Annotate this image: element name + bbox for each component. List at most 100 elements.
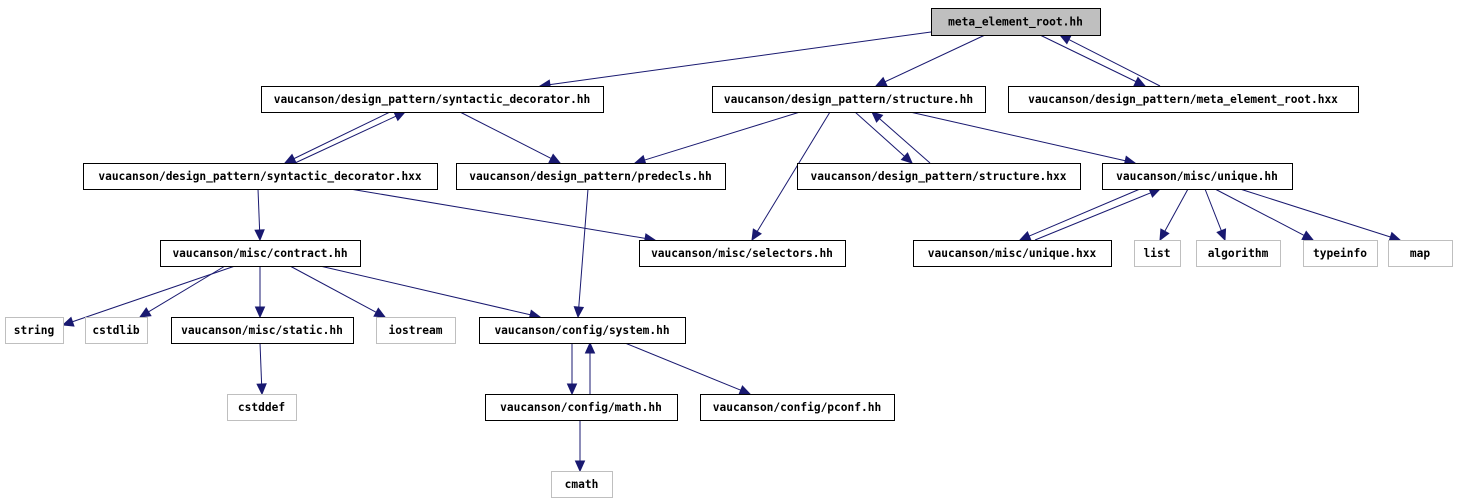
node-vaucanson-config-pconf-hh[interactable]: vaucanson/config/pconf.hh [700, 394, 895, 421]
arrowhead-icon [1301, 230, 1315, 241]
edge-vaucanson-misc-static-hh-to-cstddef [259, 342, 263, 385]
node-box [83, 163, 438, 190]
arrowhead-icon [751, 228, 762, 242]
arrowhead-icon [566, 383, 578, 396]
node-box [797, 163, 1081, 190]
arrowhead-icon [256, 383, 267, 396]
node-vaucanson-config-system-hh[interactable]: vaucanson/config/system.hh [479, 317, 686, 344]
edge-vaucanson-design-pattern-structure-hh-to-vaucanson-design-pattern-structure-hxx [854, 111, 905, 157]
node-meta-element-root-hh[interactable]: meta_element_root.hh [931, 8, 1101, 36]
node-label: vaucanson/config/pconf.hh [713, 401, 881, 414]
node-box [1388, 240, 1453, 267]
node-vaucanson-design-pattern-syntactic-decorator-hxx[interactable]: vaucanson/design_pattern/syntactic_decor… [83, 163, 438, 190]
node-label: algorithm [1208, 247, 1269, 260]
edge-vaucanson-misc-contract-hh-to-string [72, 265, 236, 323]
node-cstddef: cstddef [227, 394, 297, 421]
node-label: typeinfo [1313, 247, 1367, 260]
edge-vaucanson-misc-unique-hh-to-list [1164, 188, 1189, 232]
node-label: iostream [389, 324, 443, 337]
node-list: list [1134, 240, 1181, 267]
edge-vaucanson-design-pattern-syntactic-decorator-hxx-to-vaucanson-misc-selectors-hh [349, 188, 646, 239]
node-box [5, 317, 64, 344]
node-box [712, 86, 986, 113]
arrowhead-icon [61, 316, 75, 327]
arrowhead-icon [254, 306, 266, 319]
node-vaucanson-design-pattern-predecls-hh[interactable]: vaucanson/design_pattern/predecls.hh [456, 163, 726, 190]
edges-layer [61, 31, 1402, 473]
node-vaucanson-misc-static-hh[interactable]: vaucanson/misc/static.hh [171, 317, 354, 344]
edge-vaucanson-design-pattern-syntactic-decorator-hxx-to-vaucanson-design-pattern-syntactic-decorator-hh [294, 115, 397, 164]
node-label: vaucanson/misc/static.hh [181, 324, 343, 337]
node-label: cmath [565, 478, 599, 491]
node-label: vaucanson/misc/unique.hxx [928, 247, 1097, 260]
node-vaucanson-misc-contract-hh[interactable]: vaucanson/misc/contract.hh [160, 240, 361, 267]
node-vaucanson-config-math-hh[interactable]: vaucanson/config/math.hh [485, 394, 678, 421]
edge-meta-element-root-hh-to-vaucanson-design-pattern-structure-hh [884, 34, 986, 83]
edge-vaucanson-design-pattern-structure-hh-to-vaucanson-misc-unique-hh [909, 111, 1126, 162]
node-vaucanson-misc-unique-hh[interactable]: vaucanson/misc/unique.hh [1102, 163, 1293, 190]
node-vaucanson-design-pattern-structure-hxx[interactable]: vaucanson/design_pattern/structure.hxx [797, 163, 1081, 190]
node-label: list [1144, 247, 1171, 260]
node-box [700, 394, 895, 421]
edge-meta-element-root-hh-to-vaucanson-design-pattern-meta-element-root-hxx [1039, 34, 1137, 83]
arrowhead-icon [1133, 76, 1147, 87]
arrowhead-icon [1018, 231, 1032, 241]
node-box [485, 394, 678, 421]
node-label: string [14, 324, 54, 337]
arrowhead-icon [138, 307, 152, 318]
arrowhead-icon [574, 460, 586, 473]
node-label: vaucanson/design_pattern/meta_element_ro… [1028, 93, 1338, 106]
arrowhead-icon [874, 76, 888, 87]
node-box [551, 471, 613, 498]
node-box [1196, 240, 1281, 267]
arrowhead-icon [1159, 228, 1170, 242]
edge-vaucanson-misc-contract-hh-to-vaucanson-config-system-hh [319, 265, 531, 316]
node-label: cstdlib [92, 324, 139, 337]
node-label: vaucanson/misc/unique.hh [1116, 170, 1278, 183]
node-label: vaucanson/design_pattern/structure.hh [724, 93, 973, 106]
node-string: string [5, 317, 64, 344]
arrowhead-icon [1388, 231, 1402, 242]
node-iostream: iostream [376, 317, 456, 344]
edge-vaucanson-misc-unique-hh-to-vaucanson-misc-unique-hxx [1029, 188, 1141, 237]
arrowhead-icon [1216, 228, 1227, 242]
node-vaucanson-design-pattern-structure-hh[interactable]: vaucanson/design_pattern/structure.hh [712, 86, 986, 113]
edge-vaucanson-design-pattern-structure-hh-to-vaucanson-misc-selectors-hh [756, 111, 831, 232]
node-label: vaucanson/design_pattern/syntactic_decor… [98, 170, 422, 183]
edge-vaucanson-misc-unique-hxx-to-vaucanson-misc-unique-hh [1034, 192, 1151, 241]
node-label: vaucanson/design_pattern/syntactic_decor… [274, 93, 591, 106]
edge-vaucanson-misc-unique-hh-to-algorithm [1204, 188, 1222, 231]
node-vaucanson-design-pattern-syntactic-decorator-hh[interactable]: vaucanson/design_pattern/syntactic_decor… [261, 86, 604, 113]
node-box [639, 240, 846, 267]
arrowhead-icon [871, 111, 884, 123]
node-label: vaucanson/misc/selectors.hh [651, 247, 833, 260]
node-box [160, 240, 361, 267]
node-cstdlib: cstdlib [85, 317, 148, 344]
node-label: vaucanson/design_pattern/predecls.hh [469, 170, 711, 183]
node-map: map [1388, 240, 1453, 267]
edge-vaucanson-misc-unique-hh-to-map [1239, 188, 1391, 238]
node-box [261, 86, 604, 113]
node-box [376, 317, 456, 344]
edge-vaucanson-design-pattern-predecls-hh-to-vaucanson-config-system-hh [578, 188, 589, 308]
edge-meta-element-root-hh-to-vaucanson-design-pattern-syntactic-decorator-hh [549, 31, 932, 86]
node-vaucanson-misc-selectors-hh[interactable]: vaucanson/misc/selectors.hh [639, 240, 846, 267]
node-box [931, 8, 1101, 36]
arrowhead-icon [254, 229, 265, 242]
node-label: vaucanson/config/math.hh [500, 401, 662, 414]
node-algorithm: algorithm [1196, 240, 1281, 267]
node-vaucanson-design-pattern-meta-element-root-hxx[interactable]: vaucanson/design_pattern/meta_element_ro… [1008, 86, 1359, 113]
arrowhead-icon [900, 152, 913, 164]
nodes-layer: meta_element_root.hh vaucanson/design_pat… [5, 8, 1453, 498]
arrowhead-icon [548, 153, 562, 164]
node-label: vaucanson/design_pattern/structure.hxx [811, 170, 1067, 183]
arrowhead-icon [283, 153, 297, 164]
node-box [479, 317, 686, 344]
node-vaucanson-misc-unique-hxx[interactable]: vaucanson/misc/unique.hxx [913, 240, 1112, 267]
arrowhead-icon [573, 306, 585, 319]
node-label: cstddef [238, 401, 285, 414]
arrowhead-icon [584, 341, 596, 354]
node-box [171, 317, 354, 344]
node-box [1134, 240, 1181, 267]
